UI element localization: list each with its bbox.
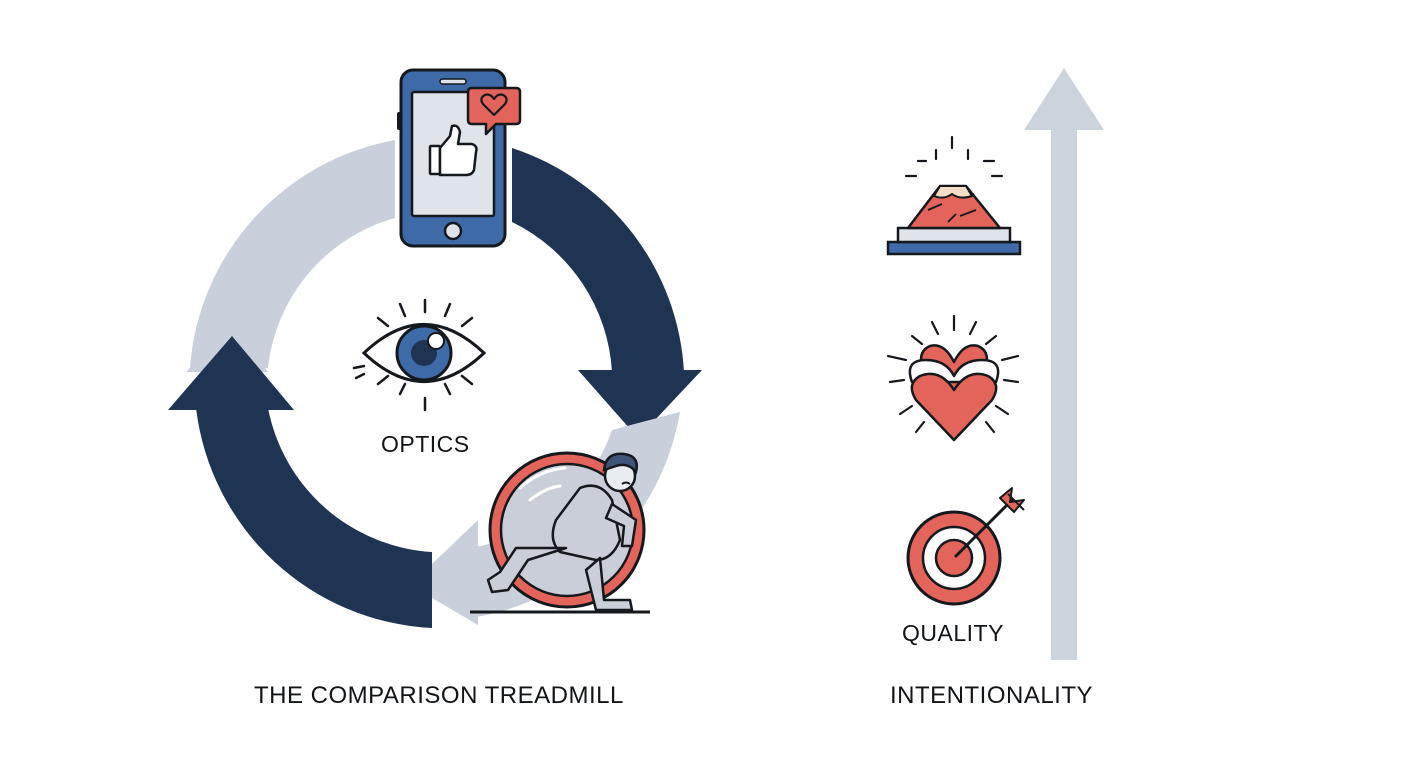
cycle-arc-left xyxy=(196,408,432,628)
cycle-arrowhead-gray-bottom xyxy=(410,520,478,625)
heart-icon xyxy=(886,314,1020,442)
center-label: OPTICS xyxy=(381,431,470,457)
thumbs-up-icon xyxy=(428,124,478,177)
heart-notification-icon xyxy=(466,86,522,136)
cycle-arc-top-left xyxy=(190,140,395,368)
mountain-award-icon xyxy=(886,135,1022,256)
cycle-arrowhead-navy-left xyxy=(168,336,294,410)
upward-arrow-icon xyxy=(1024,68,1104,660)
running-person-wheel-icon xyxy=(470,451,650,614)
cycle-arrowhead-navy-right xyxy=(578,370,702,438)
cycle-arc-right xyxy=(512,148,684,372)
right-caption: INTENTIONALITY xyxy=(890,682,1094,709)
target-arrow-icon xyxy=(906,487,1025,606)
eye-icon xyxy=(352,298,487,412)
left-caption: THE COMPARISON TREADMILL xyxy=(254,682,624,709)
quality-label: QUALITY xyxy=(902,620,1004,646)
